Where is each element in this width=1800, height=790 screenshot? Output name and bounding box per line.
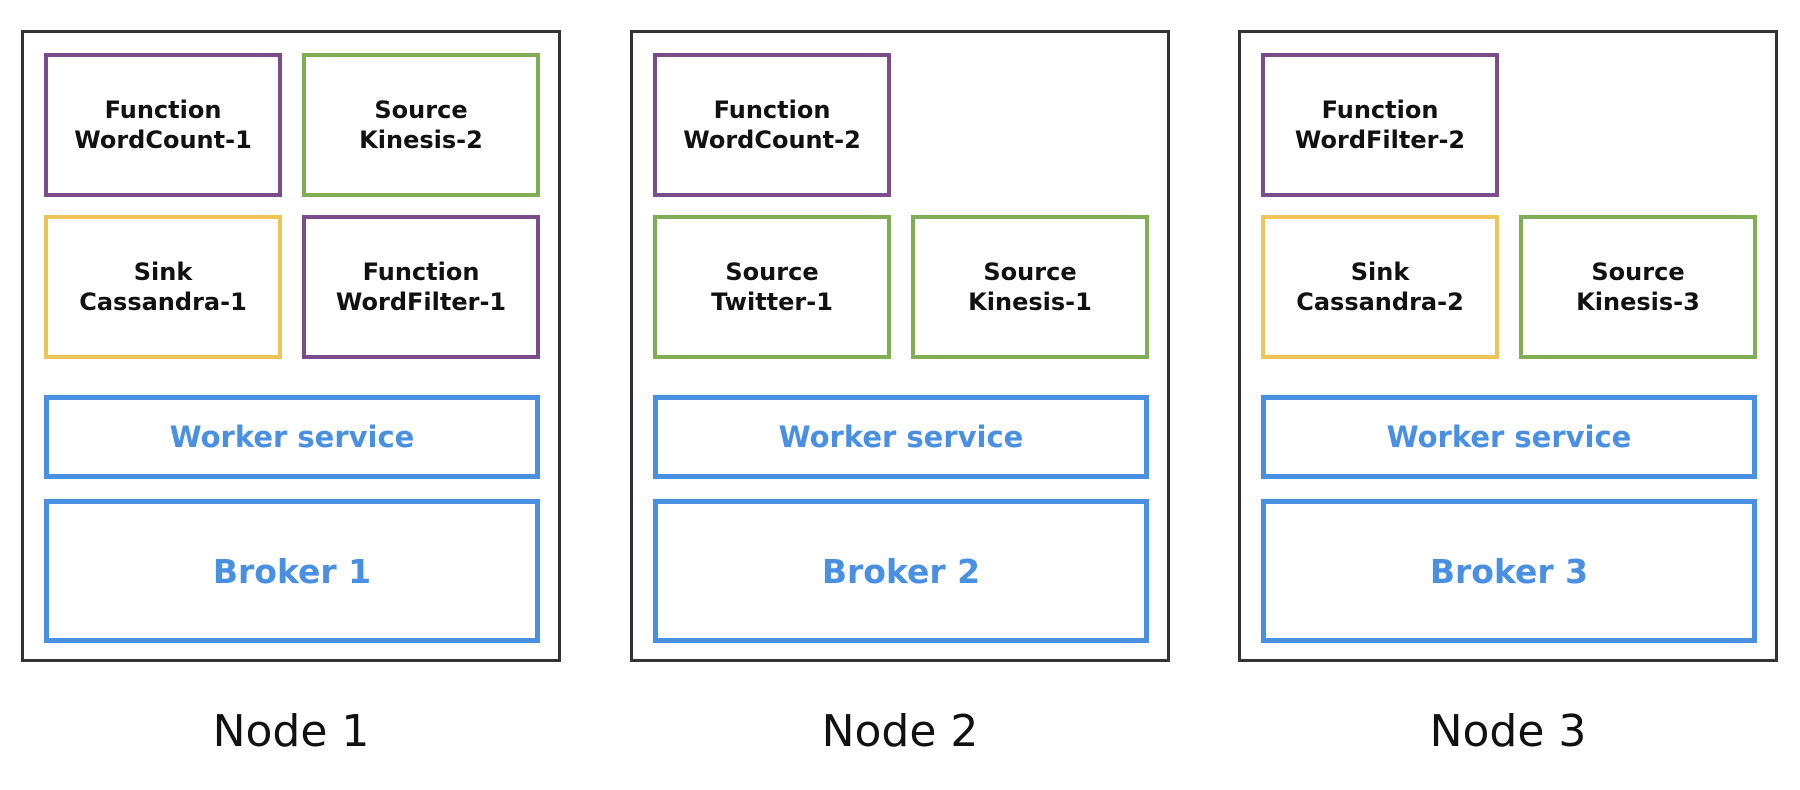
component-name-label: WordCount-2	[683, 126, 861, 154]
sink-cassandra-2-box: Sink Cassandra-2	[1261, 215, 1499, 359]
component-type-label: Source	[374, 96, 468, 124]
component-type-label: Function	[362, 258, 480, 286]
component-name-label: Kinesis-3	[1576, 288, 1700, 316]
source-twitter-1-box: Source Twitter-1	[653, 215, 891, 359]
component-name-label: Kinesis-1	[968, 288, 1092, 316]
function-wordcount-1-box: Function WordCount-1	[44, 53, 282, 197]
component-name-label: WordCount-1	[74, 126, 252, 154]
component-type-label: Sink	[1350, 258, 1410, 286]
node-3-container: Function WordFilter-2 Sink Cassandra-2 S…	[1238, 30, 1778, 662]
component-type-label: Function	[713, 96, 831, 124]
broker-3-box: Broker 3	[1261, 499, 1757, 643]
component-type-label: Source	[725, 258, 819, 286]
function-wordfilter-2-box: Function WordFilter-2	[1261, 53, 1499, 197]
node-2-container: Function WordCount-2 Source Twitter-1 So…	[630, 30, 1170, 662]
component-name-label: Cassandra-2	[1296, 288, 1464, 316]
source-kinesis-2-box: Source Kinesis-2	[302, 53, 540, 197]
component-name-label: Cassandra-1	[79, 288, 247, 316]
function-wordcount-2-box: Function WordCount-2	[653, 53, 891, 197]
node-1-label: Node 1	[212, 706, 370, 757]
component-name-label: Twitter-1	[711, 288, 833, 316]
worker-service-box: Worker service	[44, 395, 540, 479]
component-name-label: WordFilter-2	[1294, 126, 1466, 154]
broker-1-box: Broker 1	[44, 499, 540, 643]
node-3-label: Node 3	[1429, 706, 1587, 757]
component-name-label: WordFilter-1	[335, 288, 507, 316]
broker-2-box: Broker 2	[653, 499, 1149, 643]
node-2-label: Node 2	[821, 706, 979, 757]
source-kinesis-3-box: Source Kinesis-3	[1519, 215, 1757, 359]
component-type-label: Sink	[133, 258, 193, 286]
component-type-label: Function	[1321, 96, 1439, 124]
sink-cassandra-1-box: Sink Cassandra-1	[44, 215, 282, 359]
node-1-container: Function WordCount-1 Source Kinesis-2 Si…	[21, 30, 561, 662]
component-type-label: Function	[104, 96, 222, 124]
source-kinesis-1-box: Source Kinesis-1	[911, 215, 1149, 359]
component-name-label: Kinesis-2	[359, 126, 483, 154]
component-type-label: Source	[983, 258, 1077, 286]
component-type-label: Source	[1591, 258, 1685, 286]
worker-service-box: Worker service	[653, 395, 1149, 479]
worker-service-box: Worker service	[1261, 395, 1757, 479]
function-wordfilter-1-box: Function WordFilter-1	[302, 215, 540, 359]
